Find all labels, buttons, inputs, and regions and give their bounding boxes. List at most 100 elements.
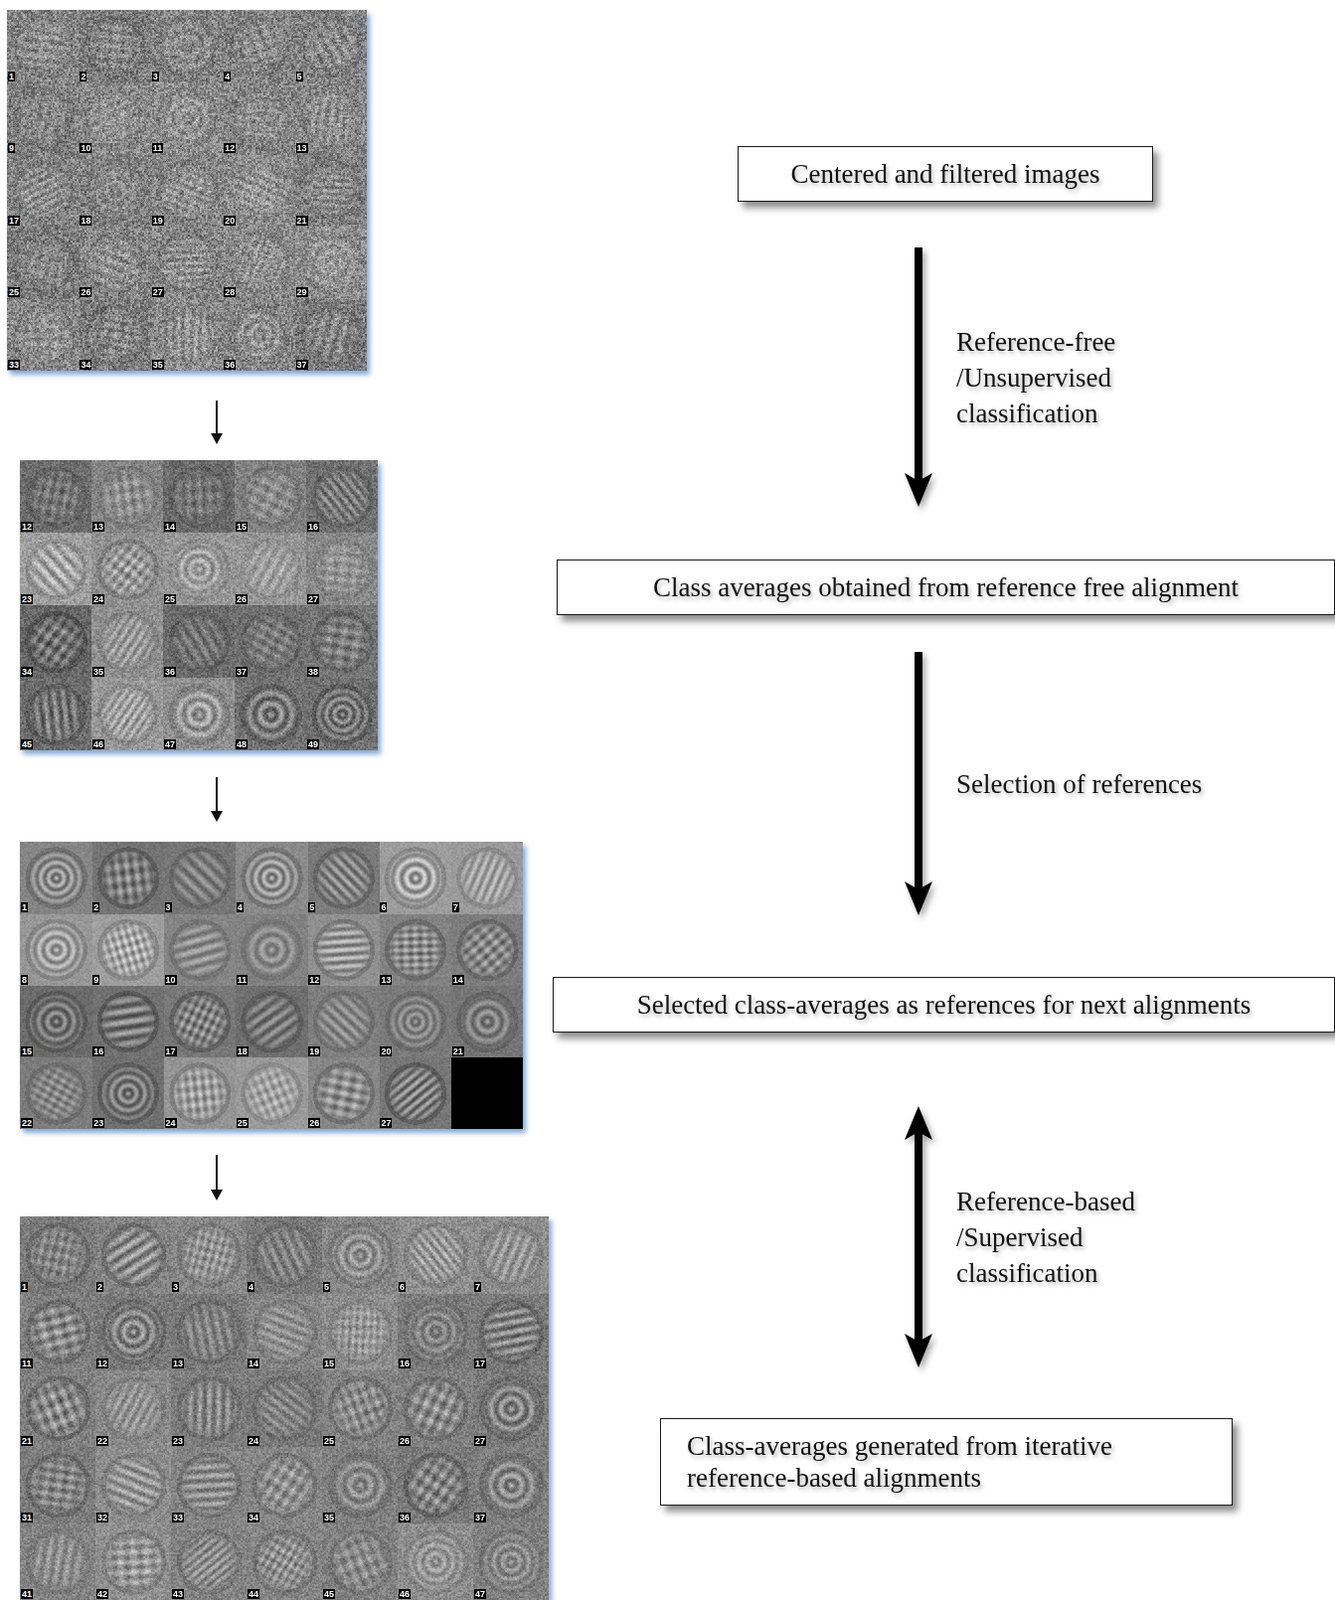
image-index: 24 — [247, 1436, 260, 1447]
image-index: 29 — [296, 287, 309, 298]
image-index: 12 — [96, 1358, 109, 1369]
image-index: 25 — [323, 1436, 335, 1447]
image-index: 37 — [474, 1512, 487, 1523]
image-index: 4 — [247, 1282, 255, 1293]
image-index: 33 — [7, 359, 20, 370]
image-index: 22 — [20, 1118, 33, 1129]
image-index: 28 — [223, 287, 236, 298]
image-index: 14 — [164, 521, 176, 532]
image-index: 10 — [79, 143, 92, 154]
image-index: 13 — [296, 143, 309, 154]
process-box: Class averages obtained from reference f… — [556, 559, 1335, 616]
image-index: 35 — [323, 1512, 335, 1523]
image-index: 12 — [223, 143, 236, 154]
image-index: 13 — [92, 521, 105, 532]
image-index: 14 — [247, 1358, 260, 1369]
image-index: 5 — [308, 902, 316, 913]
image-index: 48 — [235, 739, 248, 750]
image-index: 8 — [20, 975, 28, 986]
image-index: 10 — [165, 975, 177, 986]
image-index: 11 — [20, 1358, 33, 1369]
image-index: 20 — [223, 215, 236, 226]
image-index: 21 — [296, 215, 309, 226]
image-index: 23 — [171, 1436, 184, 1447]
image-index: 35 — [152, 359, 165, 370]
small-arrowhead — [210, 1189, 223, 1201]
image-index: 36 — [223, 359, 236, 370]
image-index: 3 — [165, 902, 172, 913]
flow-arrow — [904, 1106, 933, 1368]
image-index: 17 — [474, 1358, 487, 1369]
image-index: 26 — [79, 287, 92, 298]
image-index: 14 — [452, 975, 465, 986]
particle-image-grid — [6, 9, 367, 371]
image-index: 16 — [307, 521, 320, 532]
image-index: 26 — [235, 594, 248, 605]
image-index: 47 — [164, 739, 176, 750]
image-index: 17 — [7, 215, 20, 226]
image-index: 45 — [323, 1589, 335, 1600]
image-index: 46 — [398, 1589, 411, 1600]
image-index: 7 — [474, 1282, 482, 1293]
image-index: 13 — [379, 975, 392, 986]
arrowhead — [904, 881, 933, 916]
image-index: 19 — [152, 215, 165, 226]
small-arrowhead — [210, 811, 223, 823]
image-index: 44 — [247, 1589, 260, 1600]
image-index: 37 — [235, 667, 248, 677]
image-index: 16 — [92, 1046, 105, 1057]
image-index: 31 — [20, 1512, 33, 1523]
image-index: 12 — [308, 975, 321, 986]
process-box: Class-averages generated from iterative … — [660, 1418, 1233, 1506]
arrowhead — [904, 1334, 933, 1368]
image-index: 2 — [92, 902, 100, 913]
small-arrow — [215, 400, 218, 438]
image-index: 34 — [79, 359, 92, 370]
arrowhead — [904, 473, 933, 507]
image-index: 17 — [165, 1046, 177, 1057]
process-box: Centered and filtered images — [737, 146, 1154, 202]
image-index: 1 — [20, 902, 28, 913]
box-text: Class-averages generated from iterative … — [686, 1430, 1206, 1495]
image-index: 6 — [398, 1282, 406, 1293]
image-index: 25 — [236, 1118, 249, 1129]
image-index: 45 — [20, 739, 33, 750]
image-index: 24 — [92, 594, 105, 605]
small-arrowhead — [210, 433, 223, 445]
image-index: 47 — [474, 1589, 487, 1600]
image-index: 22 — [96, 1436, 109, 1447]
edge-label: Reference-free /Unsupervised classificat… — [956, 324, 1170, 432]
image-index: 34 — [20, 667, 33, 677]
image-index: 25 — [7, 287, 20, 298]
arrowhead — [904, 1106, 933, 1141]
process-box: Selected class-averages as references fo… — [552, 977, 1335, 1033]
box-text: Centered and filtered images — [764, 158, 1127, 190]
image-index: 9 — [7, 143, 15, 154]
image-index: 4 — [236, 902, 244, 913]
image-index: 6 — [379, 902, 387, 913]
image-index: 27 — [379, 1118, 392, 1129]
image-index: 24 — [165, 1118, 177, 1129]
image-index: 1 — [20, 1282, 28, 1293]
image-index: 42 — [96, 1589, 109, 1600]
image-index: 37 — [296, 359, 309, 370]
image-index: 15 — [235, 521, 248, 532]
image-index: 20 — [379, 1046, 392, 1057]
arrow-shaft — [914, 1132, 923, 1342]
particle-image-grid — [19, 460, 378, 751]
image-index: 5 — [296, 71, 304, 82]
image-index: 27 — [474, 1436, 487, 1447]
image-index: 34 — [247, 1512, 260, 1523]
image-index: 5 — [323, 1282, 331, 1293]
image-index: 1 — [7, 71, 15, 82]
image-index: 2 — [96, 1282, 104, 1293]
image-index: 26 — [398, 1436, 411, 1447]
arrow-shaft — [914, 247, 923, 482]
image-index: 2 — [79, 71, 87, 82]
particle-image-grid — [19, 1216, 549, 1600]
image-index: 21 — [20, 1436, 33, 1447]
image-index: 36 — [164, 667, 176, 677]
image-index: 15 — [323, 1358, 335, 1369]
